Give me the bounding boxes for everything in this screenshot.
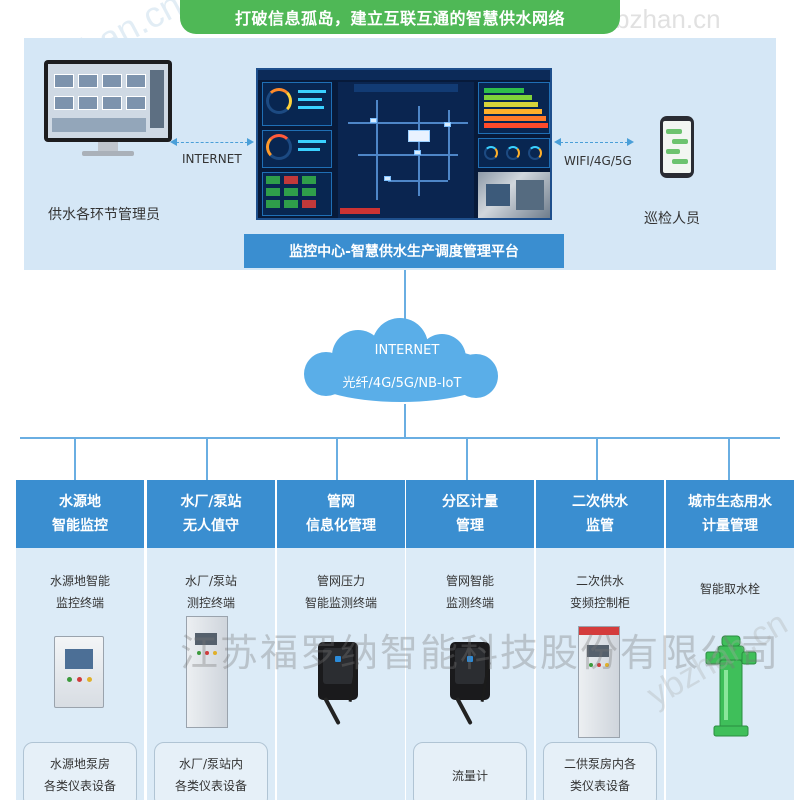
column-title-line2: 信息化管理	[306, 518, 376, 534]
monitoring-center-panel: 供水各环节管理员 INTERNET	[24, 38, 776, 270]
distribution-bus-line	[20, 437, 780, 439]
wireless-link-label: WIFI/4G/5G	[564, 154, 632, 168]
column-header: 二次供水 监管	[536, 480, 664, 548]
inspectors-label: 巡检人员	[644, 211, 700, 227]
hydrant-icon	[705, 635, 757, 737]
managers-label: 供水各环节管理员	[48, 207, 160, 223]
column-header: 城市生态用水 计量管理	[666, 480, 794, 548]
column-footer: 二供泵房内各类仪表设备	[543, 742, 657, 800]
column-title-line2: 管理	[456, 518, 484, 534]
column-description: 水源地智能监控终端	[49, 574, 110, 610]
column-title-line2: 监管	[586, 518, 614, 534]
network-monitor-terminal-icon	[450, 642, 490, 700]
column-title-line2: 计量管理	[702, 518, 758, 534]
branch-line	[206, 437, 208, 480]
cloud-icon	[304, 318, 498, 402]
column-header: 水源地 智能监控	[16, 480, 144, 548]
internet-link-label: INTERNET	[182, 152, 242, 166]
platform-label: 监控中心-智慧供水生产调度管理平台	[244, 234, 564, 268]
column-footer: 流量计	[413, 742, 527, 800]
column-title-line1: 分区计量	[442, 494, 498, 510]
column-description: 管网智能监测终端	[445, 574, 494, 610]
control-cabinet-icon	[186, 616, 228, 728]
desktop-monitor-icon	[44, 60, 172, 156]
column-footer: 水厂/泵站内各类仪表设备	[154, 742, 268, 800]
column-title-line1: 管网	[327, 494, 355, 510]
column-title-line1: 水源地	[59, 494, 101, 510]
column-header: 管网 信息化管理	[277, 480, 405, 548]
column-description: 二次供水变频控制柜	[569, 574, 630, 610]
column-title-line1: 城市生态用水	[688, 494, 772, 510]
branch-line	[728, 437, 730, 480]
column-footer: 水源地泵房各类仪表设备	[23, 742, 137, 800]
dispatch-dashboard-screenshot	[256, 68, 552, 220]
column-description: 管网压力智能监测终端	[304, 574, 377, 610]
column-header: 分区计量 管理	[406, 480, 534, 548]
cloud-network-label: 光纤/4G/5G/NB-IoT	[342, 376, 462, 391]
branch-line	[74, 437, 76, 480]
variable-frequency-cabinet-icon	[578, 626, 620, 738]
wireless-link-arrow	[554, 138, 634, 146]
branch-line	[596, 437, 598, 480]
internet-link-arrow	[170, 138, 254, 146]
control-cabinet-icon	[54, 636, 104, 708]
smartphone-icon	[660, 116, 694, 178]
column-description: 水厂/泵站测控终端	[184, 574, 238, 610]
cloud-internet-label: INTERNET	[374, 343, 440, 358]
banner-title: 打破信息孤岛，建立互联互通的智慧供水网络	[180, 0, 620, 34]
branch-line	[336, 437, 338, 480]
cloud-to-bus-line	[404, 404, 406, 438]
column-title-line1: 水厂/泵站	[180, 494, 242, 510]
column-title-line2: 智能监控	[52, 518, 108, 534]
column-title-line2: 无人值守	[183, 518, 239, 534]
column-description: 智能取水栓	[699, 582, 760, 596]
column-title-line1: 二次供水	[572, 494, 628, 510]
platform-to-cloud-line	[404, 270, 406, 322]
branch-line	[466, 437, 468, 480]
column-header: 水厂/泵站 无人值守	[147, 480, 275, 548]
